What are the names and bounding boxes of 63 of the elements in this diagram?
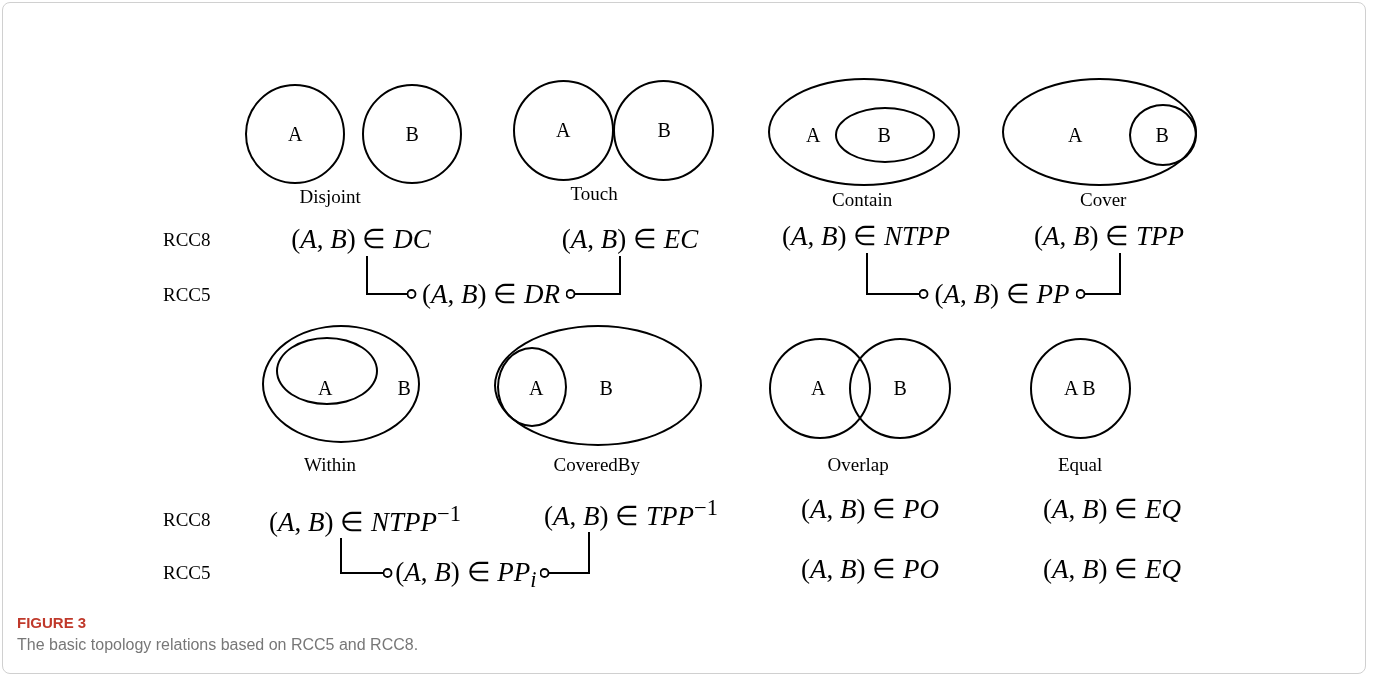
connector-line bbox=[539, 531, 590, 578]
region-label: B bbox=[1155, 125, 1169, 145]
region-circle bbox=[1030, 338, 1131, 439]
region-label: A bbox=[529, 378, 544, 398]
figure-number: FIGURE 3 bbox=[17, 614, 87, 630]
relation-formula: (A, B) ∈ EC bbox=[561, 223, 699, 255]
region-circle bbox=[513, 80, 614, 181]
region-label: A bbox=[288, 124, 303, 144]
relation-formula: (A, B) ∈ PO bbox=[801, 555, 939, 583]
region-circle bbox=[613, 80, 714, 181]
connector-line bbox=[340, 537, 393, 578]
region-ellipse bbox=[768, 78, 960, 186]
relation-formula: (A, B) ∈ PP$_{i}$ bbox=[395, 556, 537, 594]
relation-formula: (A, B) ∈ DR bbox=[422, 278, 560, 310]
region-circle bbox=[245, 84, 345, 184]
row-label: RCC8 bbox=[163, 229, 211, 249]
relation-formula: (A, B) ∈ EQ bbox=[1043, 495, 1181, 523]
region-label: B bbox=[397, 378, 411, 398]
relation-formula: (A, B) ∈ DC bbox=[291, 223, 431, 255]
region-label: B bbox=[893, 378, 907, 398]
relation-name: Overlap bbox=[827, 454, 889, 474]
relation-name: Touch bbox=[570, 183, 618, 203]
row-label: RCC8 bbox=[163, 509, 211, 529]
relation-formula: (A, B) ∈ TPP$^{−1}$ bbox=[544, 494, 718, 532]
region-label: A bbox=[806, 125, 821, 145]
region-ellipse bbox=[262, 325, 420, 443]
region-label: A bbox=[318, 378, 333, 398]
row-label: RCC5 bbox=[163, 284, 211, 304]
relation-name: Cover bbox=[1080, 189, 1127, 209]
region-label: B bbox=[599, 378, 613, 398]
region-label: A bbox=[811, 378, 826, 398]
relation-formula: (A, B) ∈ PO bbox=[801, 495, 939, 523]
region-circle bbox=[362, 84, 462, 184]
region-ellipse bbox=[276, 337, 378, 405]
relation-name: Within bbox=[304, 454, 356, 474]
relation-formula: (A, B) ∈ PP bbox=[934, 278, 1070, 310]
relation-formula: (A, B) ∈ NTPP bbox=[782, 220, 950, 252]
region-ellipse bbox=[1002, 78, 1197, 186]
connector-line bbox=[565, 255, 621, 299]
relation-name: CoveredBy bbox=[553, 454, 641, 474]
relation-name: Equal bbox=[1058, 454, 1103, 474]
region-label: A B bbox=[1064, 378, 1096, 398]
figure-caption: The basic topology relations based on RCC5 and RCC8. bbox=[17, 637, 419, 653]
region-ellipse bbox=[835, 107, 935, 163]
relation-formula: (A, B) ∈ EQ bbox=[1043, 555, 1181, 583]
region-circle bbox=[769, 338, 871, 439]
region-ellipse bbox=[494, 325, 702, 446]
relation-formula: (A, B) ∈ TPP bbox=[1034, 220, 1184, 252]
region-label: A bbox=[556, 120, 571, 140]
relation-name: Contain bbox=[832, 189, 893, 209]
connector-line bbox=[1075, 252, 1121, 299]
region-ellipse bbox=[497, 347, 567, 427]
region-label: B bbox=[657, 120, 671, 140]
relation-name: Disjoint bbox=[299, 186, 361, 206]
connector-line bbox=[866, 252, 929, 299]
region-label: A bbox=[1068, 125, 1083, 145]
relation-formula: (A, B) ∈ NTPP$^{−1}$ bbox=[269, 500, 461, 538]
row-label: RCC5 bbox=[163, 562, 211, 582]
region-label: B bbox=[405, 124, 419, 144]
region-circle bbox=[849, 338, 951, 439]
region-ellipse bbox=[1129, 104, 1197, 166]
connector-line bbox=[366, 255, 417, 299]
region-label: B bbox=[877, 125, 891, 145]
